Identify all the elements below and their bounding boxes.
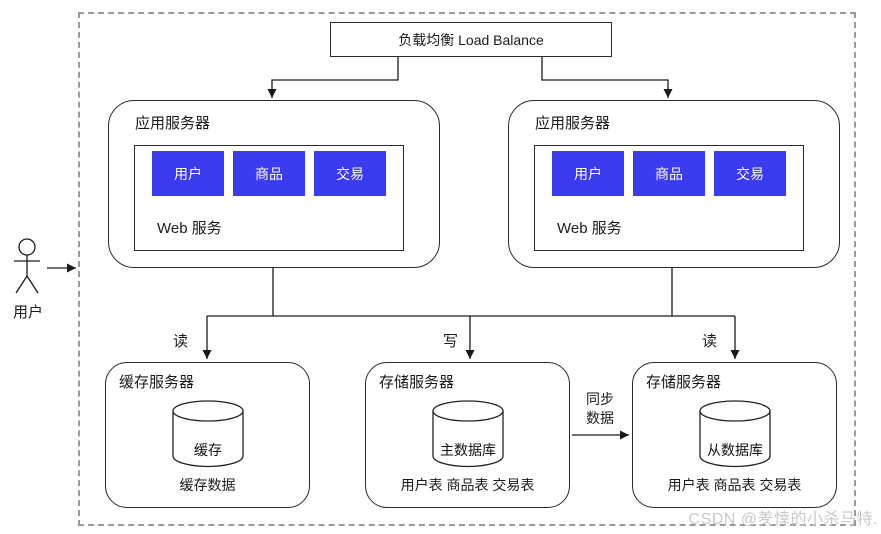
actor-leg-left xyxy=(15,275,28,294)
cache-cylinder-icon: 缓存 xyxy=(171,399,245,476)
csdn-watermark: CSDN @羑悻的小杀马特. xyxy=(688,511,878,528)
module-row: 用户 商品 交易 xyxy=(535,151,803,196)
app-server-title: 应用服务器 xyxy=(535,115,611,132)
app-server-box-left: 应用服务器 用户 商品 交易 Web 服务 xyxy=(108,100,440,268)
web-service-rect: 用户 商品 交易 Web 服务 xyxy=(534,145,804,251)
load-balancer-label: 负载均衡 Load Balance xyxy=(398,31,544,48)
actor-head xyxy=(18,238,36,256)
module-user: 用户 xyxy=(552,151,624,196)
edge-label-read-right: 读 xyxy=(702,333,718,350)
web-service-rect: 用户 商品 交易 Web 服务 xyxy=(134,145,404,251)
cylinder-top xyxy=(698,400,771,422)
web-service-label: Web 服务 xyxy=(157,220,222,237)
cylinder-body xyxy=(698,411,771,468)
cylinder-body xyxy=(431,411,504,468)
cylinder-top xyxy=(431,400,504,422)
module-row: 用户 商品 交易 xyxy=(135,151,403,196)
cache-caption: 缓存数据 xyxy=(179,477,236,493)
storage-server-title: 存储服务器 xyxy=(646,374,722,391)
db-label: 主数据库 xyxy=(440,442,496,458)
web-service-label: Web 服务 xyxy=(557,220,622,237)
edge-label-sync-data: 同步 数据 xyxy=(574,390,626,428)
module-product: 商品 xyxy=(633,151,705,196)
sync-label-line2: 数据 xyxy=(586,410,614,426)
actor-label: 用户 xyxy=(12,304,43,321)
sync-label-line1: 同步 xyxy=(586,391,614,407)
actor-leg-right xyxy=(26,275,39,294)
storage-server-box-master: 存储服务器 主数据库 用户表 商品表 交易表 xyxy=(365,362,570,508)
edge-label-write: 写 xyxy=(443,333,459,350)
module-user: 用户 xyxy=(152,151,224,196)
cache-server-box: 缓存服务器 缓存 缓存数据 xyxy=(105,362,310,508)
slave-db-cylinder-icon: 从数据库 xyxy=(698,399,772,476)
master-tables-caption: 用户表 商品表 交易表 xyxy=(400,477,535,493)
cylinder-body xyxy=(171,411,244,468)
db-label: 缓存 xyxy=(194,442,222,458)
app-server-box-right: 应用服务器 用户 商品 交易 Web 服务 xyxy=(508,100,840,268)
edge-label-read-left: 读 xyxy=(173,333,189,350)
storage-server-title: 存储服务器 xyxy=(379,374,455,391)
cylinder-top xyxy=(171,400,244,422)
load-balancer-box: 负载均衡 Load Balance xyxy=(330,22,612,57)
module-product: 商品 xyxy=(233,151,305,196)
cache-server-title: 缓存服务器 xyxy=(119,374,195,391)
module-trade: 交易 xyxy=(314,151,386,196)
system-boundary-dashed-border xyxy=(78,12,856,526)
storage-server-box-slave: 存储服务器 从数据库 用户表 商品表 交易表 xyxy=(632,362,837,508)
app-server-title: 应用服务器 xyxy=(135,115,211,132)
slave-tables-caption: 用户表 商品表 交易表 xyxy=(667,477,802,493)
master-db-cylinder-icon: 主数据库 xyxy=(431,399,505,476)
db-label: 从数据库 xyxy=(707,442,763,458)
user-actor-icon xyxy=(14,238,40,294)
module-trade: 交易 xyxy=(714,151,786,196)
